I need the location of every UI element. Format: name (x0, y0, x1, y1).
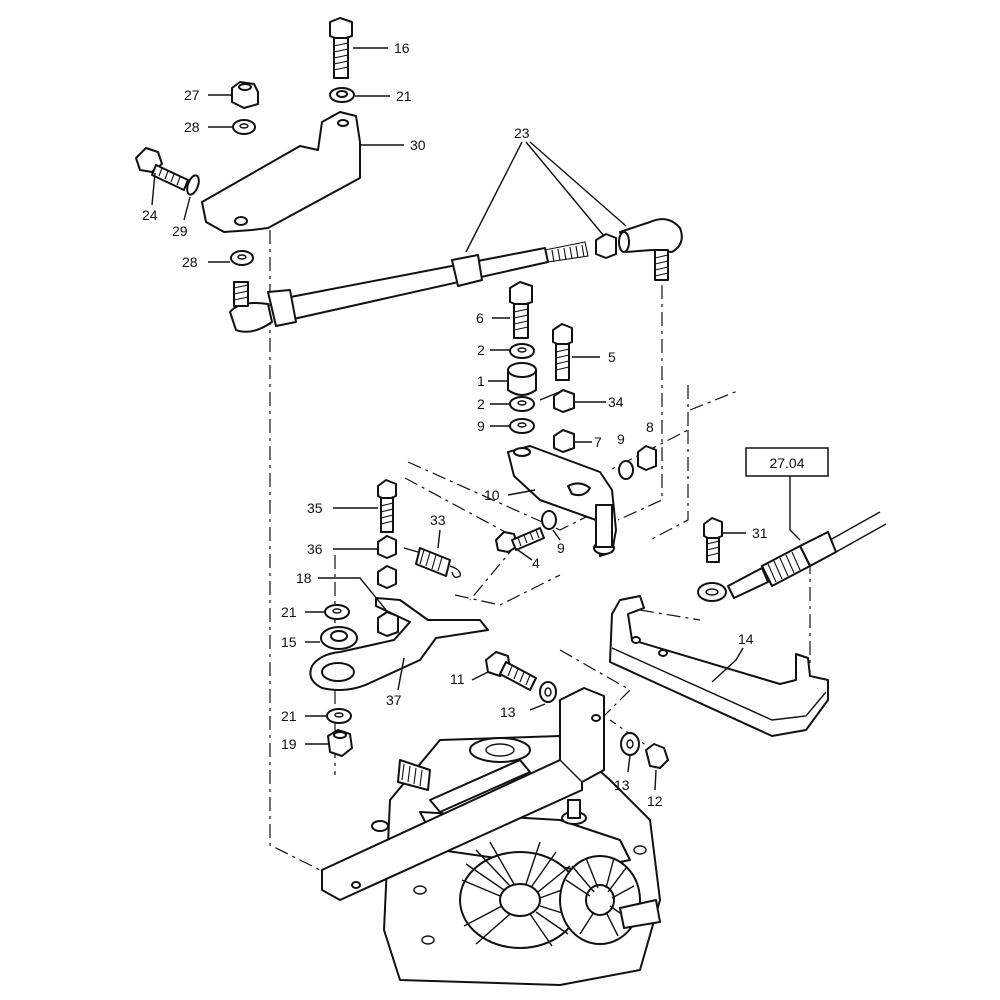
callout-21: 21 (396, 88, 412, 104)
nut-23 (595, 233, 617, 259)
callout-10: 10 (484, 487, 500, 503)
washer-2-lower (509, 396, 535, 412)
callout-8: 8 (646, 419, 654, 435)
assembly-centerlines (269, 230, 811, 881)
callout-labels: 16 27 21 28 30 23 24 29 28 6 5 2 1 2 34 … (142, 40, 768, 809)
spacer-1 (507, 362, 537, 396)
nut-12 (645, 743, 669, 769)
callout-14: 14 (738, 631, 754, 647)
nut-19 (327, 729, 353, 757)
bolt-35 (377, 479, 397, 533)
tie-rod-23 (229, 241, 589, 333)
washer-9-stack (509, 418, 535, 434)
nut-18-upper (377, 565, 397, 589)
callout-28: 28 (184, 119, 200, 135)
callout-9-lower: 9 (557, 540, 565, 556)
washer-9-right (618, 460, 634, 480)
reference-box-label: 27.04 (769, 455, 804, 471)
bolt-24 (135, 147, 189, 191)
callout-23: 23 (514, 125, 530, 141)
callout-16: 16 (394, 40, 410, 56)
callout-27: 27 (184, 87, 200, 103)
callout-11: 11 (450, 671, 465, 687)
washer-21-lower (326, 708, 352, 724)
callout-1: 1 (477, 373, 485, 389)
callout-30: 30 (410, 137, 426, 153)
callout-29: 29 (172, 223, 188, 239)
callout-7: 7 (594, 434, 602, 450)
lever-10 (507, 445, 617, 557)
callout-21-mid: 21 (281, 604, 297, 620)
mounting-plate (321, 687, 605, 901)
callout-33: 33 (430, 512, 446, 528)
callout-2-lower: 2 (477, 396, 485, 412)
callout-5: 5 (608, 349, 616, 365)
callout-15: 15 (281, 634, 297, 650)
callout-9: 9 (477, 418, 485, 434)
washer-2-top (509, 343, 535, 359)
callout-9-right: 9 (617, 431, 625, 447)
spring-33 (403, 547, 461, 579)
bolt-6 (509, 281, 533, 339)
bolt-4 (495, 527, 545, 553)
callout-18: 18 (296, 570, 312, 586)
nut-36 (377, 535, 397, 559)
callout-13: 13 (500, 704, 516, 720)
leader-lines (151, 47, 801, 791)
callout-21-lower: 21 (281, 708, 297, 724)
callout-19: 19 (281, 736, 297, 752)
callout-31: 31 (752, 525, 768, 541)
bracket-30 (201, 111, 361, 233)
nut-7 (553, 429, 575, 453)
washer-21-top (329, 87, 355, 103)
bracket-14 (609, 595, 829, 737)
callout-35: 35 (307, 500, 323, 516)
callout-37: 37 (386, 692, 402, 708)
callout-24: 24 (142, 207, 158, 223)
callout-28-lower: 28 (182, 254, 198, 270)
callout-2: 2 (477, 342, 485, 358)
washer-13-right (620, 732, 640, 756)
bolt-11 (485, 651, 537, 691)
washer-9-lower (541, 510, 557, 530)
callout-36: 36 (307, 541, 323, 557)
transmission-housing (371, 735, 661, 986)
bearing-15 (320, 626, 358, 650)
washer-28-top (232, 119, 256, 135)
bolt-5 (552, 323, 573, 381)
lever-37 (309, 597, 489, 691)
callout-4: 4 (532, 555, 540, 571)
callout-6: 6 (476, 310, 484, 326)
callout-34: 34 (608, 394, 624, 410)
callout-13-right: 13 (614, 777, 630, 793)
nut-27 (231, 81, 259, 109)
washer-28-lower (230, 250, 254, 266)
nut-8 (637, 445, 657, 471)
washer-29 (186, 174, 200, 196)
washer-21-mid (324, 604, 350, 620)
ball-joint-23 (618, 218, 683, 281)
control-cable-27-04 (697, 511, 887, 602)
bolt-16 (329, 17, 353, 79)
washer-13-left (539, 681, 557, 703)
reference-box (745, 447, 829, 477)
bolt-31 (703, 517, 723, 563)
callout-12: 12 (647, 793, 663, 809)
